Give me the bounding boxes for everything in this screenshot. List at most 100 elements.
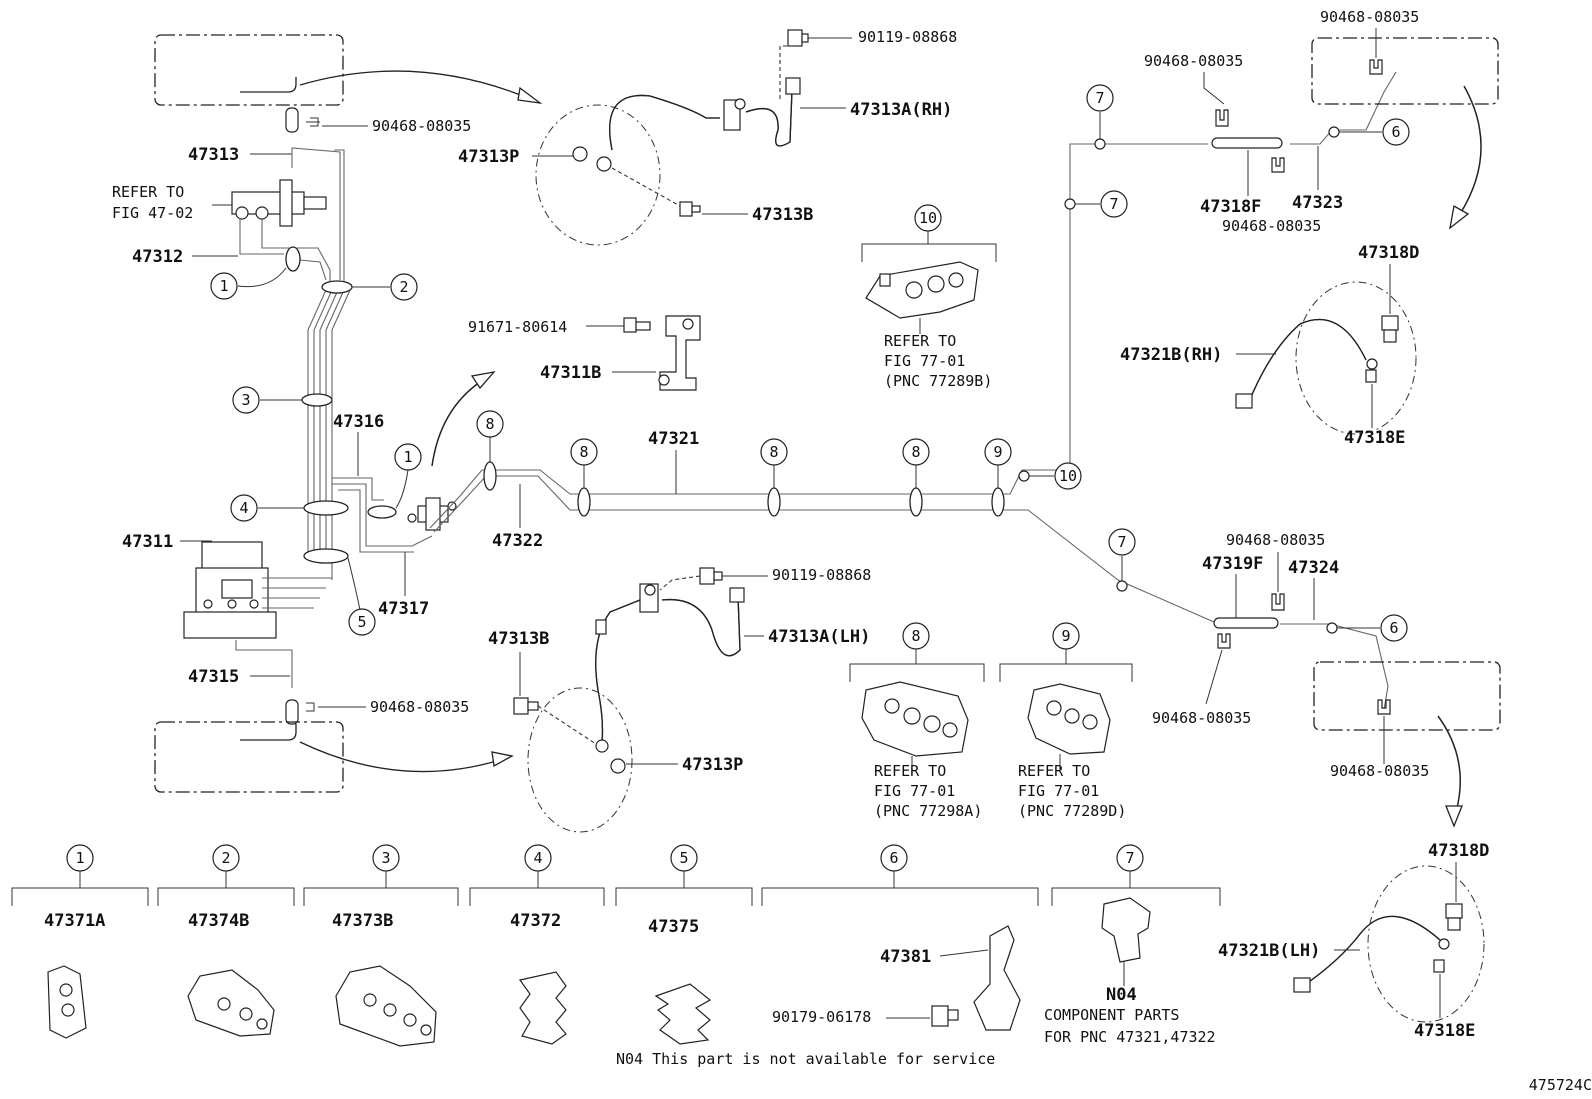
svg-text:6: 6: [1391, 123, 1400, 141]
hose-end-top-left: [240, 77, 297, 93]
refer-10-line2: FIG 77-01: [884, 352, 965, 370]
callout-6-top: 6: [1382, 118, 1410, 146]
master-cylinder: [231, 179, 327, 227]
label-47313P-top: 47313P: [458, 147, 519, 167]
svg-text:5: 5: [679, 849, 688, 867]
svg-text:5: 5: [357, 613, 366, 631]
svg-text:10: 10: [919, 209, 937, 227]
legend-6: 6 47381 90179-06178: [761, 844, 1039, 1031]
clip-47318E-bottom: [1433, 959, 1445, 973]
abs-actuator: [183, 541, 277, 639]
svg-text:9: 9: [993, 443, 1002, 461]
bolt-91671: [623, 317, 651, 333]
bolt-90119-mid: [699, 567, 723, 585]
clamp-1-left: [285, 246, 301, 272]
refer-9-line3: (PNC 77289D): [1018, 802, 1126, 820]
callout-9-block: 9: [1052, 622, 1080, 650]
label-47321B-LH: 47321B(LH): [1218, 941, 1320, 961]
legend-7: 7 N04 COMPONENT PARTS FOR PNC 47321,4732…: [1044, 844, 1221, 1046]
clamp-2: [321, 280, 353, 294]
label-47318D-top: 47318D: [1358, 243, 1419, 263]
label-47312: 47312: [132, 247, 183, 267]
clip-90468-tr-b: [1271, 157, 1285, 173]
label-47318D-bottom: 47318D: [1428, 841, 1489, 861]
clamp-8-d: [909, 487, 923, 517]
label-47317: 47317: [378, 599, 429, 619]
svg-text:7: 7: [1095, 89, 1104, 107]
inset-box-top-left: [154, 34, 344, 106]
callout-3-left: 3: [232, 386, 260, 414]
hose-47321B-LH: [1305, 915, 1441, 985]
legend-label-47373B: 47373B: [332, 911, 393, 931]
hose-bracket-mid: [639, 583, 659, 613]
brake-tube-main-lower: [433, 475, 1215, 623]
clamp-8-b: [577, 487, 591, 517]
svg-text:1: 1: [403, 448, 412, 466]
label-47311B: 47311B: [540, 363, 601, 383]
svg-text:8: 8: [485, 415, 494, 433]
label-47318E-bottom: 47318E: [1414, 1021, 1475, 1041]
label-47313B-top: 47313B: [752, 205, 813, 225]
callout-10: 10: [1054, 462, 1082, 490]
clamp-9: [991, 487, 1005, 517]
clip-47313P-mid: [610, 758, 626, 774]
label-47319F: 47319F: [1202, 554, 1263, 574]
callout-10-block: 10: [914, 204, 942, 232]
label-47323: 47323: [1292, 193, 1343, 213]
brake-tube-main-upper: [429, 143, 1208, 529]
label-90468-tr-top: 90468-08035: [1320, 8, 1419, 26]
refer-9-line1: REFER TO: [1018, 762, 1090, 780]
label-47313A-RH: 47313A(RH): [850, 100, 952, 120]
legend-label-47374B: 47374B: [188, 911, 249, 931]
svg-text:3: 3: [381, 849, 390, 867]
callout-8-c: 8: [760, 438, 788, 466]
refer-8-line1: REFER TO: [874, 762, 946, 780]
tee-block: [407, 497, 457, 531]
svg-text:4: 4: [533, 849, 542, 867]
clamp-1-mid: [367, 505, 397, 519]
legend-2: 2 47374B: [157, 844, 295, 1037]
callout-8-a: 8: [476, 410, 504, 438]
svg-text:9: 9: [1061, 627, 1070, 645]
callout-4-left: 4: [230, 494, 258, 522]
union-fitting: [285, 107, 299, 133]
inset-box-mid-right: [1313, 661, 1501, 731]
bracket-47311B: [658, 315, 701, 391]
callout-1-left: 1: [210, 272, 238, 300]
svg-text:8: 8: [579, 443, 588, 461]
svg-text:7: 7: [1125, 849, 1134, 867]
svg-text:8: 8: [911, 627, 920, 645]
clamp-3: [301, 393, 333, 407]
label-90468-top-left: 90468-08035: [372, 117, 471, 135]
fitting-47318D-top: [1381, 315, 1399, 343]
svg-text:6: 6: [889, 849, 898, 867]
hose-detail-circle-lh: [1367, 865, 1485, 1023]
callout-6-mid: 6: [1380, 614, 1408, 642]
svg-text:10: 10: [1059, 467, 1077, 485]
clamp-7-c: [1116, 580, 1128, 592]
footnote: N04 This part is not available for servi…: [616, 1050, 995, 1068]
hose-detail-circle-mid: [527, 687, 633, 833]
clip-47313P-top: [572, 146, 612, 172]
arrow-top-right: [1459, 85, 1482, 215]
clip-90468-tr-top: [1369, 59, 1383, 75]
clip-90468-mr-a: [1271, 593, 1285, 611]
svg-text:7: 7: [1109, 195, 1118, 213]
arrow-bottom-left: [299, 741, 501, 773]
fitting-47318D-bottom: [1445, 903, 1463, 931]
union-fitting-bottom: [285, 699, 299, 725]
legend-3: 3 47373B: [303, 844, 459, 1047]
svg-text:2: 2: [221, 849, 230, 867]
svg-text:8: 8: [911, 443, 920, 461]
label-47324: 47324: [1288, 558, 1339, 578]
figure-id: 475724C: [1529, 1076, 1592, 1094]
bolt-47313B-top: [679, 201, 701, 217]
refer-fig-47-02-line1: REFER TO: [112, 183, 184, 201]
bolt-90119-top: [787, 29, 809, 47]
clamp-10: [1018, 470, 1030, 482]
clamp-8-block-illustration: [861, 681, 969, 757]
arrow-mid-right: [1437, 715, 1461, 813]
bolt-47313B-mid: [513, 697, 539, 715]
hose-bracket-top: [723, 98, 746, 131]
label-47313A-LH: 47313A(LH): [768, 627, 870, 647]
